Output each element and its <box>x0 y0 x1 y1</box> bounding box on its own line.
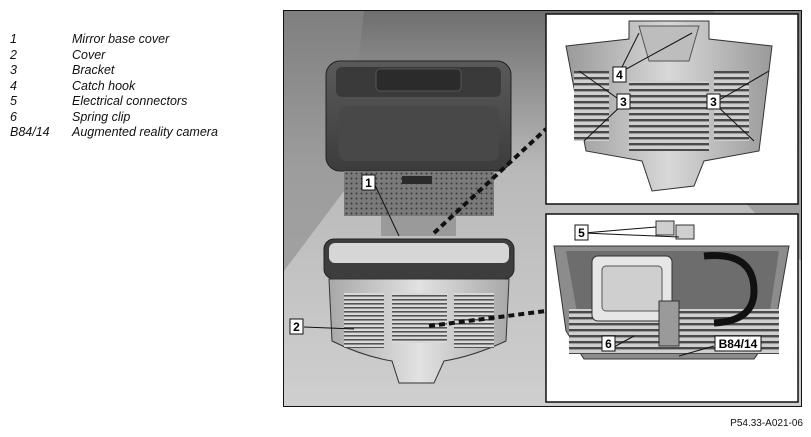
legend-label: Cover <box>72 47 106 62</box>
overhead-console <box>325 60 512 236</box>
legend-item: 2 Cover <box>10 48 275 64</box>
legend-item: 5 Electrical connectors <box>10 94 275 110</box>
legend-item: 3 Bracket <box>10 63 275 79</box>
callout-6: 6 <box>605 337 612 351</box>
legend-key: 4 <box>10 78 17 93</box>
legend-key: 5 <box>10 94 17 108</box>
callout-3-right: 3 <box>710 95 717 109</box>
legend-key: B84/14 <box>10 125 50 139</box>
callout-2: 2 <box>293 320 300 334</box>
callout-3-left: 3 <box>620 95 627 109</box>
cover <box>328 278 510 384</box>
legend: 1 Mirror base cover 2 Cover 3 Bracket 4 … <box>10 32 275 141</box>
technical-illustration: 1 2 4 3 3 <box>283 10 802 407</box>
legend-item: 6 Spring clip <box>10 110 275 126</box>
figure-code: P54.33-A021-06 <box>730 418 803 429</box>
legend-label: Mirror base cover <box>72 32 170 46</box>
detail-view-camera: 5 6 B84/14 <box>545 213 799 403</box>
legend-item: 4 Catch hook <box>10 79 275 95</box>
callout-5: 5 <box>578 226 585 240</box>
callout-4: 4 <box>616 68 623 82</box>
detail-view-bracket: 4 3 3 <box>545 13 799 205</box>
legend-label: Augmented reality camera <box>72 125 218 139</box>
legend-label: Electrical connectors <box>72 94 188 108</box>
legend-label: Catch hook <box>72 78 136 93</box>
legend-label: Bracket <box>72 63 115 77</box>
legend-item: 1 Mirror base cover <box>10 32 275 48</box>
legend-item: B84/14 Augmented reality camera <box>10 125 275 141</box>
legend-key: 1 <box>10 32 17 46</box>
callout-1: 1 <box>365 176 372 190</box>
legend-label: Spring clip <box>72 109 131 124</box>
legend-key: 6 <box>10 109 17 124</box>
legend-key: 2 <box>10 47 17 62</box>
mirror-base-cover <box>323 238 515 280</box>
callout-b84-14: B84/14 <box>719 337 758 351</box>
illustration-canvas: 1 2 4 3 3 <box>284 11 801 406</box>
legend-key: 3 <box>10 63 17 77</box>
